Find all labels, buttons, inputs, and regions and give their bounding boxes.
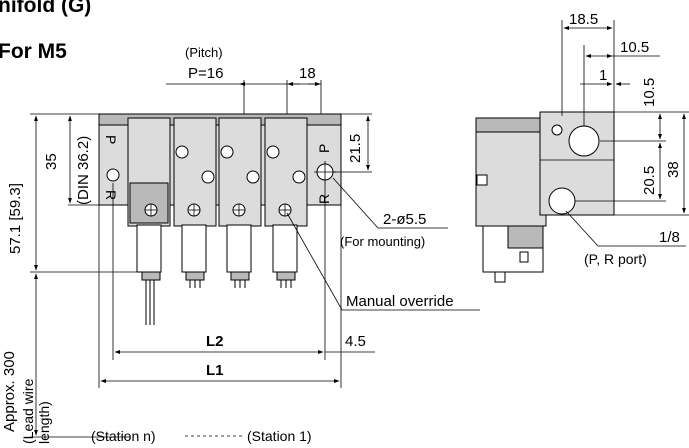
side-view-body xyxy=(475,111,615,283)
pitch-caption: (Pitch) xyxy=(185,45,223,60)
port-size: 1/8 xyxy=(659,229,680,246)
valve-station-1 xyxy=(264,117,308,273)
lead-wires xyxy=(141,271,296,325)
l2-label: L2 xyxy=(206,333,224,350)
end-dim: 18 xyxy=(299,65,316,82)
manual-override: Manual override xyxy=(346,293,454,310)
dim-20-5: 20.5 xyxy=(641,166,658,195)
lead-wire-3: length) xyxy=(36,401,52,444)
port-note: (P, R port) xyxy=(584,251,647,267)
din-height: (DIN 36.2) xyxy=(75,136,92,205)
valve-station-n xyxy=(127,117,171,273)
dim-10-5-h: 10.5 xyxy=(620,39,649,56)
dim-1: 1 xyxy=(599,67,607,84)
port-label-r-right: R xyxy=(316,194,332,204)
station-1: (Station 1) xyxy=(247,428,312,444)
station-n: (Station n) xyxy=(91,428,156,444)
lead-wire-2: (Lead wire xyxy=(20,378,36,444)
body-height: 35 xyxy=(43,153,60,170)
subtitle: For M5 xyxy=(0,40,67,63)
pitch-dim: P=16 xyxy=(188,65,223,82)
lead-wire-1: Approx. 300 xyxy=(1,351,18,432)
total-height: 57.1 [59.3] xyxy=(7,183,24,254)
dim-38: 38 xyxy=(665,161,682,178)
l1-label: L1 xyxy=(206,362,224,379)
valve-station-3 xyxy=(173,117,217,273)
mounting-hole: 2-ø5.5 xyxy=(383,211,426,228)
left-port-circle xyxy=(106,168,120,182)
mounting-note: (For mounting) xyxy=(340,234,425,249)
title-partial: nifold (G) xyxy=(0,0,91,17)
offset-dim: 4.5 xyxy=(345,333,366,350)
port-leader xyxy=(565,210,686,247)
dim-10-5-v: 10.5 xyxy=(641,78,658,107)
top-width: 18.5 xyxy=(569,11,598,28)
right-height: 21.5 xyxy=(347,134,364,163)
valve-station-2 xyxy=(218,117,262,273)
port-label-r-left: R xyxy=(103,190,119,200)
mounting-leader xyxy=(332,177,448,229)
port-label-p-right: P xyxy=(316,144,332,153)
override-leader xyxy=(286,212,480,311)
port-label-p-left: P xyxy=(103,135,119,144)
